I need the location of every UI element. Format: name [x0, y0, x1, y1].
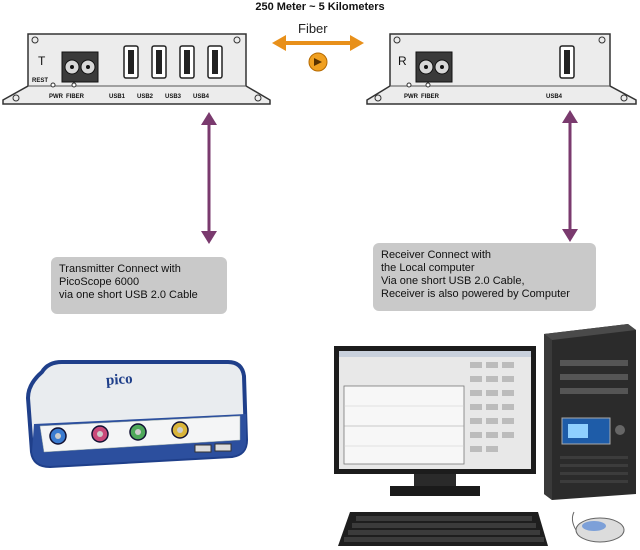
pico-logo: pico [105, 371, 134, 389]
receiver-letter: R [398, 54, 407, 68]
transmitter-link-arrow [201, 112, 217, 244]
callout-line: Via one short USB 2.0 Cable, [381, 275, 525, 287]
callout-line: Receiver is also powered by Computer [381, 288, 570, 300]
mouse [571, 511, 625, 543]
receiver-callout: Receiver Connect with the Local computer… [373, 243, 596, 311]
fiber-badge-icon [308, 52, 328, 72]
transmitter-unit: T REST PWR FIBER USB1 USB2 USB3 USB4 [0, 28, 272, 108]
keyboard [338, 512, 548, 546]
fiber-label: Fiber [298, 21, 328, 36]
callout-line: Receiver Connect with [381, 249, 492, 261]
bnc-connector-icons [49, 421, 189, 445]
callout-line: the Local computer [381, 262, 475, 274]
transmitter-letter: T [38, 54, 46, 68]
receiver-unit: R PWR FIBER USB4 [364, 28, 640, 108]
callout-line: PicoScope 6000 [59, 276, 140, 288]
fiber-arrow [272, 35, 364, 72]
port-label: USB4 [546, 94, 563, 100]
port-label: USB1 [109, 94, 126, 100]
port-label: REST [32, 78, 49, 84]
receiver-link-arrow [562, 110, 578, 242]
computer-monitor [334, 346, 536, 506]
port-label: FIBER [66, 94, 84, 100]
picoscope-device: pico [20, 358, 250, 476]
callout-line: Transmitter Connect with [59, 263, 181, 275]
port-label: USB3 [165, 94, 182, 100]
port-label: PWR [49, 94, 63, 100]
callout-line: via one short USB 2.0 Cable [59, 289, 198, 301]
transmitter-callout: Transmitter Connect with PicoScope 6000 … [51, 257, 227, 314]
port-label: PWR [404, 94, 418, 100]
usb-port-icons [123, 45, 223, 79]
distance-title: 250 Meter ~ 5 Kilometers [255, 1, 385, 13]
usb-port-icon [559, 45, 575, 79]
port-label: FIBER [421, 94, 439, 100]
pc-tower [538, 322, 638, 502]
port-label: USB2 [137, 94, 154, 100]
port-label: USB4 [193, 94, 210, 100]
